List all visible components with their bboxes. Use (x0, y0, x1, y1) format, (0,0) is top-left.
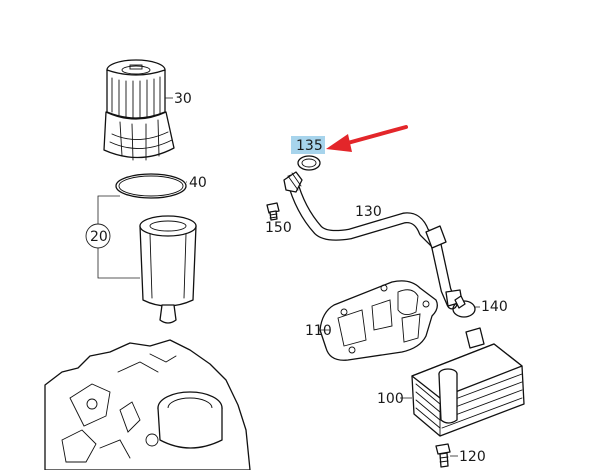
part-40-o-ring[interactable] (115, 173, 187, 199)
callout-135[interactable]: 135 (296, 138, 323, 154)
callout-100: 100 (377, 391, 404, 407)
part-20-filter-element[interactable] (139, 215, 197, 324)
callout-150: 150 (265, 220, 292, 236)
callout-110: 110 (305, 323, 332, 339)
part-150-screw[interactable] (266, 202, 280, 221)
callout-120: 120 (459, 449, 486, 465)
part-135-seal[interactable] (297, 155, 321, 171)
part-120-bolt[interactable] (435, 443, 451, 468)
callout-40: 40 (189, 175, 207, 191)
highlight-box-135 (291, 136, 325, 154)
callout-20: 20 (90, 229, 108, 245)
part-140-clamp[interactable] (452, 295, 476, 318)
part-30-filter-cap[interactable] (103, 59, 175, 161)
callout-130: 130 (355, 204, 382, 220)
part-100-oil-cooler[interactable] (411, 327, 525, 437)
part-110-gasket[interactable] (319, 280, 438, 361)
callout-140: 140 (481, 299, 508, 315)
red-arrow-icon (326, 125, 408, 152)
part-130-oil-pipe[interactable] (283, 171, 463, 310)
callout-20-circle (85, 223, 111, 249)
engine-block (44, 339, 251, 470)
callout-30: 30 (174, 91, 192, 107)
